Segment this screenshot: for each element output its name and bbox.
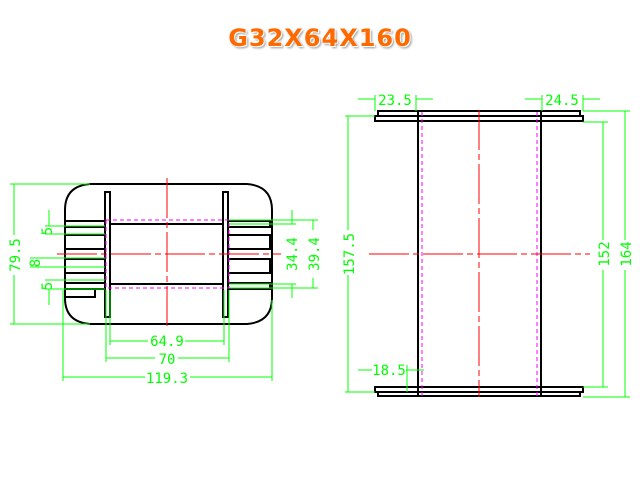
side-view: 23.5 24.5 18.5 157.5 152 164 bbox=[342, 93, 635, 398]
dim-outer-height: 39.4 bbox=[307, 237, 323, 271]
dim-center-gap: 8 bbox=[28, 259, 44, 267]
dim-bottom-left: 18.5 bbox=[372, 363, 406, 379]
dim-total-length: 164 bbox=[619, 241, 635, 266]
dim-slot-top: 5 bbox=[40, 227, 56, 235]
front-dimension-lines bbox=[10, 183, 318, 381]
dim-inner-height: 34.4 bbox=[285, 237, 301, 271]
left-fins bbox=[64, 220, 106, 298]
dim-total-width: 119.3 bbox=[146, 371, 188, 387]
dim-slot-bottom: 5 bbox=[40, 282, 56, 290]
dim-height: 79.5 bbox=[8, 238, 24, 272]
right-fins bbox=[227, 220, 271, 290]
dim-top-right: 24.5 bbox=[545, 93, 579, 109]
bobbin-outline bbox=[64, 183, 273, 325]
drawing-title: G32X64X160 bbox=[228, 24, 412, 52]
dim-window-length: 152 bbox=[597, 241, 613, 266]
dim-inner-width: 64.9 bbox=[150, 334, 184, 350]
dim-flange-width: 70 bbox=[159, 352, 176, 368]
dim-top-left: 23.5 bbox=[378, 93, 412, 109]
dim-inner-length: 157.5 bbox=[342, 233, 358, 275]
front-view: 79.5 5 8 5 34.4 39.4 64.9 70 119.3 bbox=[8, 178, 323, 387]
side-dimension-lines bbox=[345, 95, 630, 398]
